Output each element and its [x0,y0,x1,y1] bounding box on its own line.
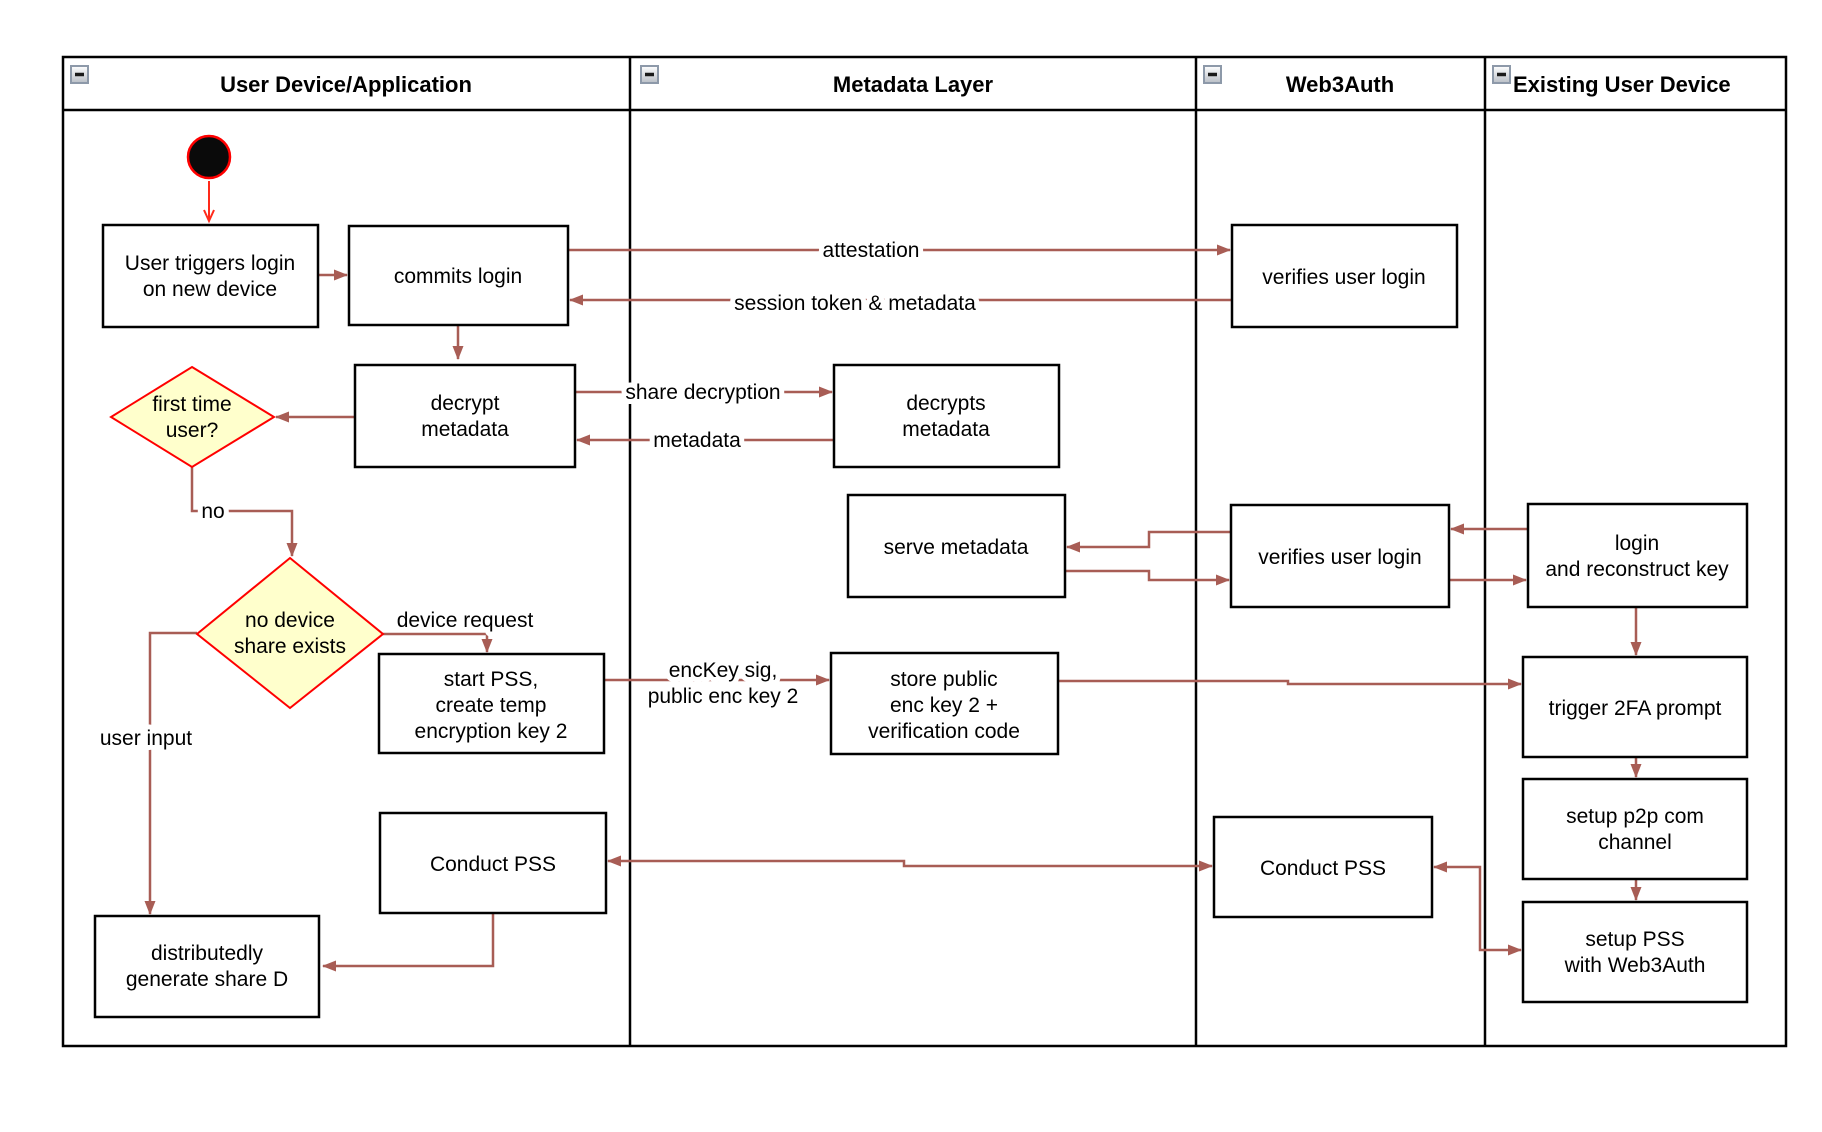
node-serve-metadata[interactable]: serve metadata [846,493,1067,599]
edges [144,181,1642,972]
node-user-triggers-login[interactable]: User triggers login on new device [101,223,320,329]
node-commits-login[interactable]: commits login [347,224,570,327]
svg-text:setup PSS: setup PSS [1585,928,1684,951]
edge-conduct-to-generate [322,913,495,972]
edge-store-to-2fa [1058,678,1522,690]
node-verifies-user-login-1[interactable]: verifies user login [1230,223,1459,329]
edge-label-device-request: device request [397,609,534,632]
svg-text:decrypts: decrypts [906,392,985,415]
node-generate-share-d[interactable]: distributedly generate share D [93,914,321,1019]
svg-text:encryption key 2: encryption key 2 [415,720,568,743]
svg-text:Conduct PSS: Conduct PSS [1260,857,1386,880]
svg-text:verifies user login: verifies user login [1258,546,1421,569]
initial-state-icon [186,134,232,180]
edge-serve-to-verifies2 [1065,569,1230,586]
edge-conduct-pss-link [607,855,1213,872]
svg-text:login: login [1615,532,1659,555]
node-verifies-user-login-2[interactable]: verifies user login [1229,503,1451,609]
node-setup-pss-web3auth[interactable]: setup PSS with Web3Auth [1521,900,1749,1004]
lane-title-metadata-layer: Metadata Layer [833,72,994,97]
svg-text:setup p2p com: setup p2p com [1566,805,1704,828]
node-decrypt-metadata[interactable]: decrypt metadata [353,363,577,469]
svg-text:start PSS,: start PSS, [444,668,539,691]
svg-text:and reconstruct key: and reconstruct key [1545,558,1729,581]
edge-label-metadata: metadata [653,429,741,452]
svg-text:store public: store public [890,668,997,691]
pool-border [61,55,1788,1048]
svg-text:no device: no device [245,609,335,632]
node-setup-p2p-channel[interactable]: setup p2p com channel [1521,777,1749,881]
svg-text:verification code: verification code [868,720,1020,743]
decision-no-device-share[interactable]: no device share exists [195,556,385,710]
svg-text:enc key 2 +: enc key 2 + [890,694,998,717]
edge-setup-pss-conduct-pss [1433,861,1522,956]
lane-title-web3auth: Web3Auth [1286,72,1394,97]
edge-user-input [144,631,197,915]
collapse-lane-3-button[interactable] [1203,65,1222,84]
edge-label-session-token: session token & metadata [734,292,976,315]
node-login-reconstruct-key[interactable]: login and reconstruct key [1526,502,1749,609]
node-decrypts-metadata[interactable]: decrypts metadata [832,363,1061,469]
svg-text:create temp: create temp [436,694,547,717]
svg-text:first time: first time [152,393,231,416]
node-conduct-pss-web3auth[interactable]: Conduct PSS [1212,815,1434,919]
svg-text:commits login: commits login [394,265,522,288]
svg-text:User triggers login: User triggers login [125,252,295,275]
edge-label-enckey-line1: encKey sig, [669,659,778,682]
svg-text:decrypt: decrypt [431,392,500,415]
node-store-public-enc-key[interactable]: store public enc key 2 + verification co… [829,651,1060,756]
svg-text:on new device: on new device [143,278,277,301]
collapse-lane-4-button[interactable] [1492,65,1511,84]
svg-text:channel: channel [1598,831,1672,854]
svg-text:serve metadata: serve metadata [884,536,1029,559]
collapse-lane-2-button[interactable] [640,65,659,84]
svg-text:metadata: metadata [902,418,990,441]
collapse-lane-1-button[interactable] [70,65,89,84]
node-start-pss[interactable]: start PSS, create temp encryption key 2 [377,652,606,755]
svg-text:metadata: metadata [421,418,509,441]
lane-title-user-device: User Device/Application [220,72,472,97]
lane-title-existing-user-device: Existing User Device [1513,72,1731,97]
svg-text:Conduct PSS: Conduct PSS [430,853,556,876]
edge-labels: attestation session token & metadata sha… [95,234,981,755]
node-trigger-2fa-prompt[interactable]: trigger 2FA prompt [1521,655,1749,759]
svg-text:verifies user login: verifies user login [1262,266,1425,289]
edge-label-user-input: user input [100,727,192,750]
node-conduct-pss-device[interactable]: Conduct PSS [378,811,608,915]
edge-no [190,467,298,557]
edge-label-attestation: attestation [823,239,920,262]
decision-first-time-user[interactable]: first time user? [109,365,276,469]
svg-text:trigger 2FA prompt: trigger 2FA prompt [1549,697,1722,720]
svg-text:distributedly: distributedly [151,942,264,965]
node-start[interactable] [186,134,232,180]
svg-text:with Web3Auth: with Web3Auth [1564,954,1706,977]
svg-text:share exists: share exists [234,635,346,658]
edge-device-request [383,632,493,653]
edge-verifies2-to-serve [1066,530,1231,553]
edge-label-share-decryption: share decryption [625,381,780,404]
edge-label-enckey-line2: public enc key 2 [648,685,799,708]
edge-label-no: no [201,500,224,523]
svg-text:generate share D: generate share D [126,968,288,991]
svg-text:user?: user? [166,419,219,442]
